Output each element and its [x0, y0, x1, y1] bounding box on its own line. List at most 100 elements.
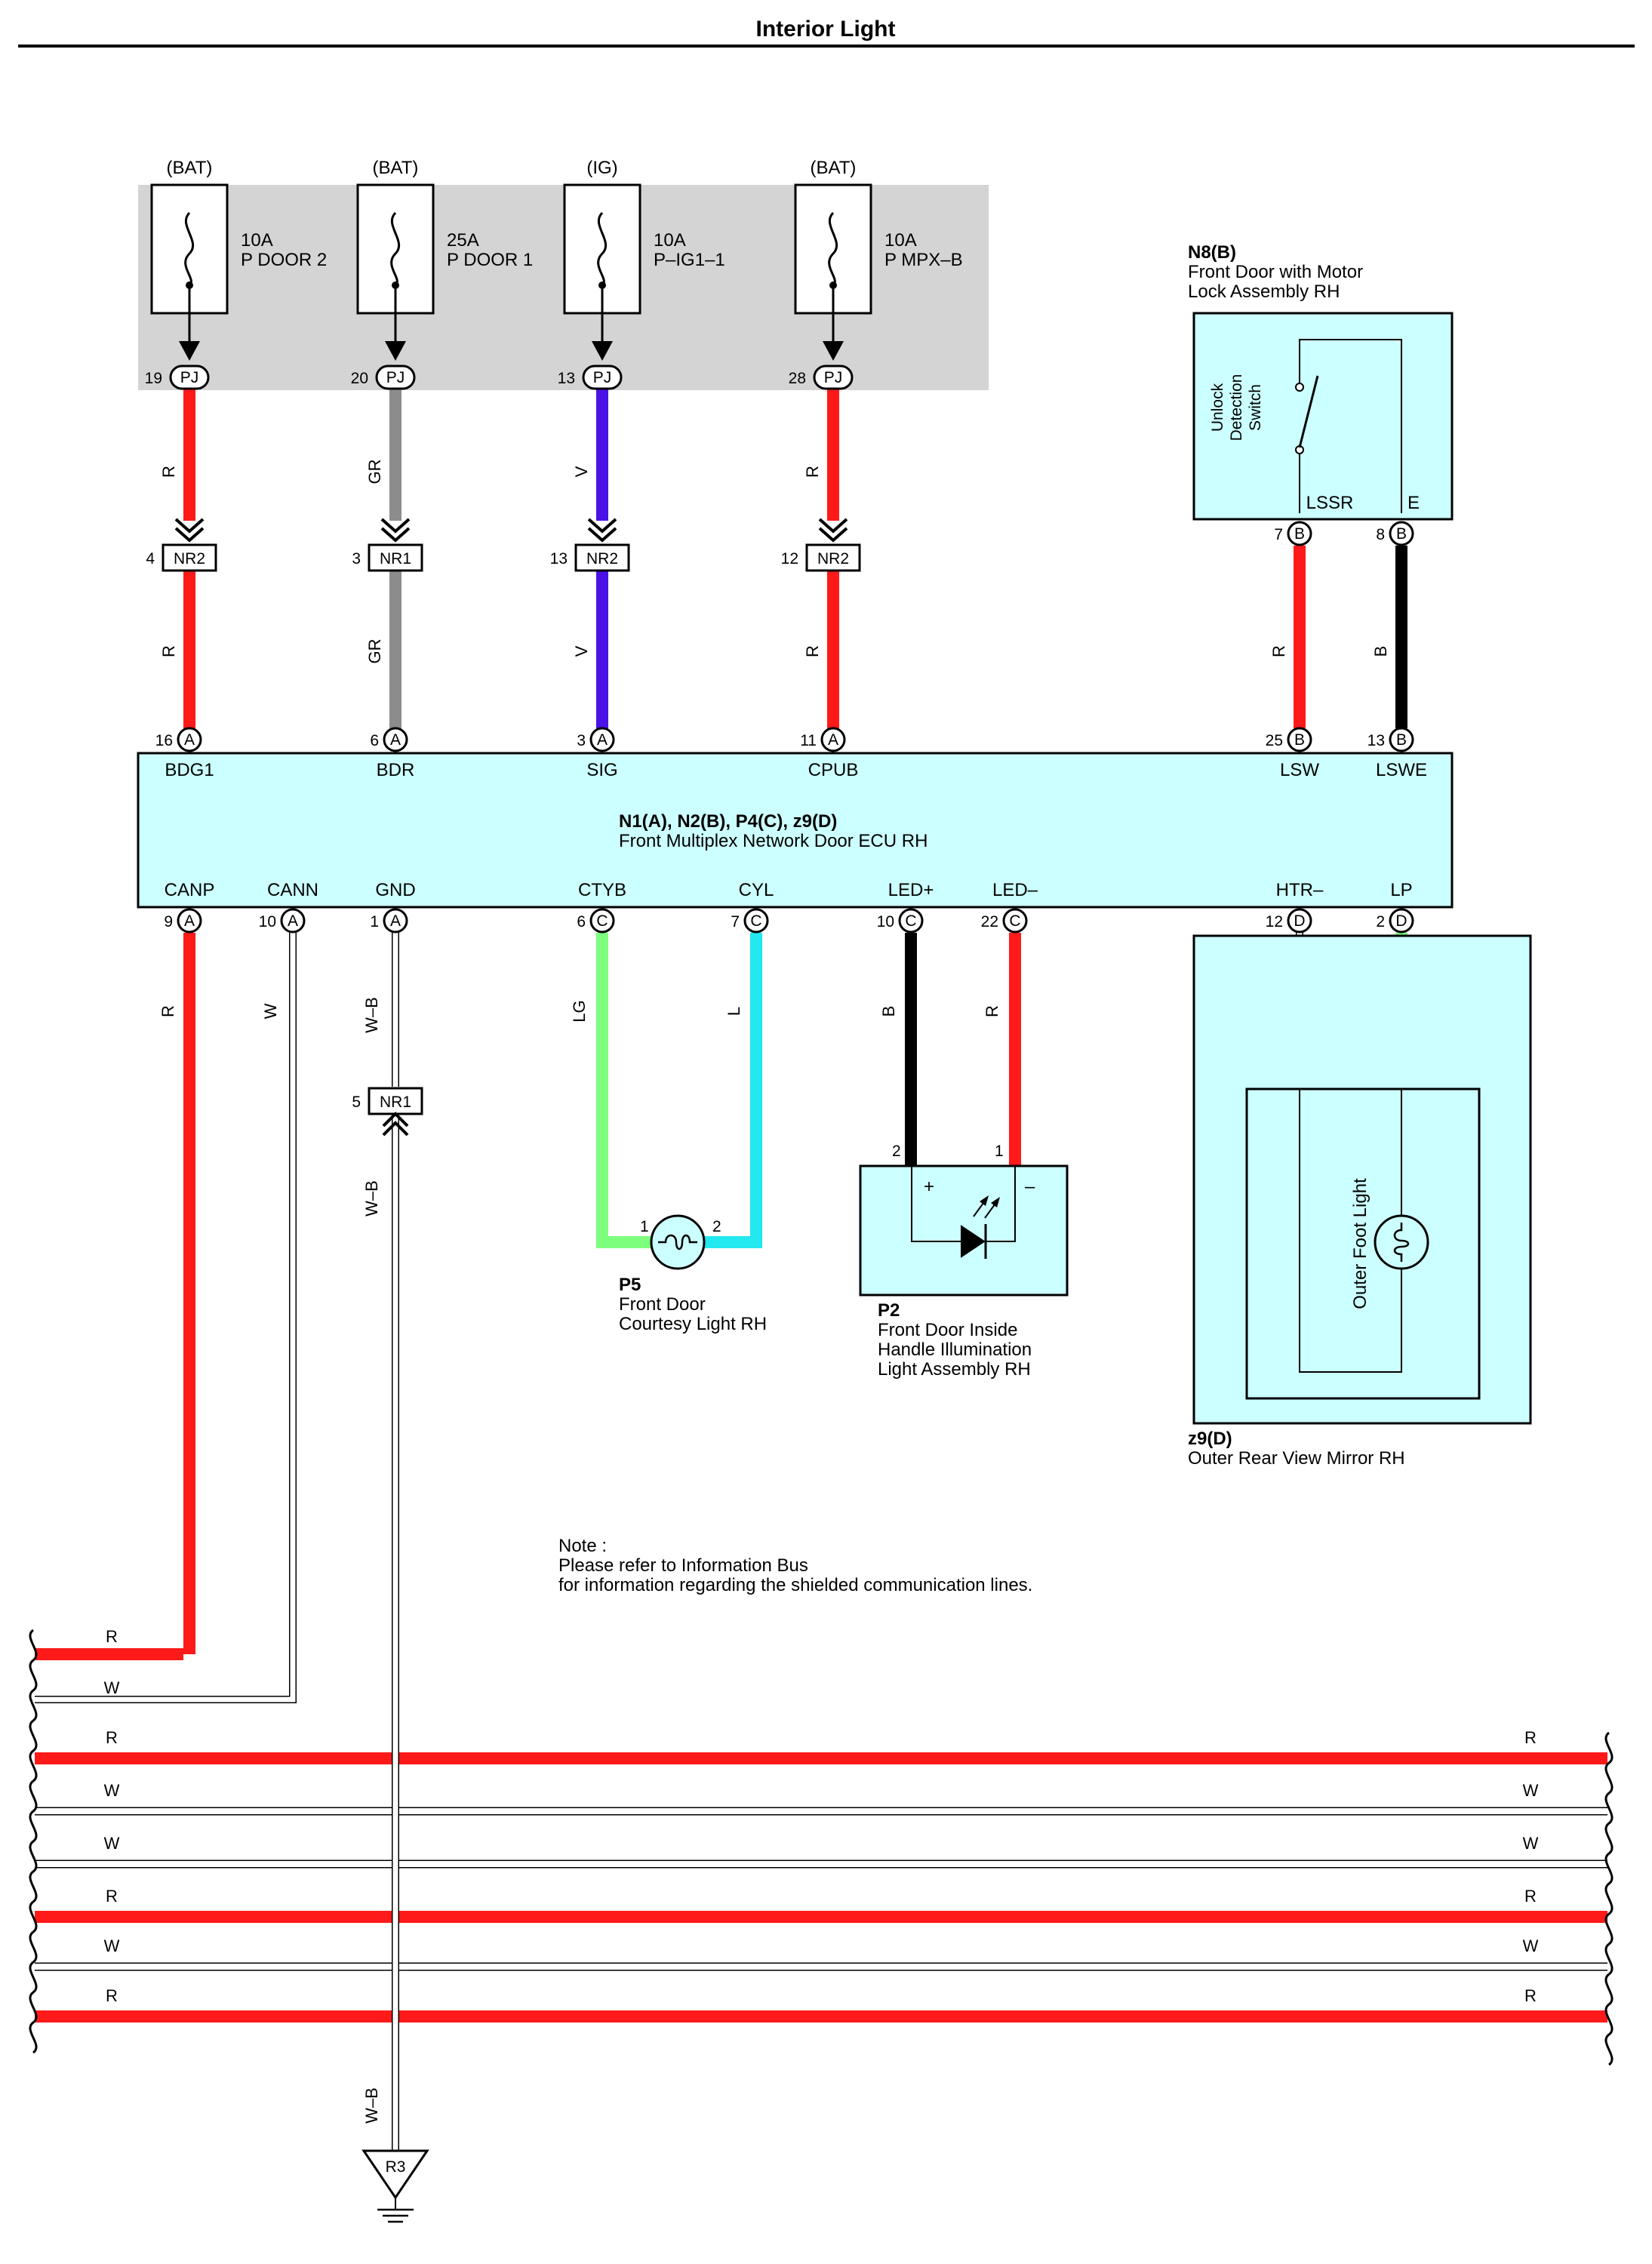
- p2-pin2: 1: [995, 1143, 1004, 1160]
- n8-switch-label2: Detection: [1228, 374, 1245, 441]
- fuse-junction-0-box: [162, 543, 217, 572]
- ecu-code: N1(A), N2(B), P4(C), z9(D): [619, 811, 837, 832]
- bus-row-label-right-4: W: [1523, 1936, 1539, 1955]
- fuse-conn-3-pill: [813, 365, 854, 390]
- fuse-3-arrow: [823, 341, 844, 361]
- ecu-term-bottom-7: HTR–: [1276, 880, 1324, 900]
- ecu-term-top-0: BDG1: [165, 760, 214, 780]
- p5-pin1: 1: [640, 1218, 649, 1235]
- gnd-junction-box: [368, 1087, 423, 1115]
- fuse-wire-label-upper-1: GR: [365, 460, 384, 484]
- fuse-wire-label-upper-0: R: [159, 466, 178, 478]
- ecu-bottom-pin-7-letter: D: [1294, 912, 1305, 930]
- n8-term-e: E: [1407, 493, 1420, 513]
- foot-light-lamp-icon: [1374, 1214, 1429, 1270]
- fuse-junction-1-code: NR1: [380, 550, 411, 568]
- fuse-chev-1-a: [380, 518, 411, 534]
- cann-wire-outline: [35, 933, 297, 1703]
- n8-pin-b-letter: B: [1396, 525, 1407, 543]
- fuse-conn-2-code: PJ: [593, 369, 612, 386]
- fuse-chev-3-a: [818, 518, 848, 534]
- ecu-bottom-pin-5-circle: [898, 908, 924, 934]
- diagram-title: Interior Light: [756, 17, 896, 42]
- bus-row-label-right-3: R: [1524, 1887, 1537, 1906]
- n8-box: [1192, 312, 1454, 521]
- ecu-n8-pinnum-b: 13: [1367, 732, 1385, 749]
- gnd-chev-b: [382, 1121, 409, 1137]
- gnd-wire-label-upper: W–B: [362, 997, 381, 1033]
- note-line3: for information regarding the shielded c…: [558, 1575, 1032, 1595]
- fuse-junction-pin-1: 3: [352, 550, 361, 568]
- fuse-wire-label-lower-0: R: [159, 645, 178, 657]
- ecu-bottom-pinnum-2: 1: [370, 913, 379, 931]
- p2-pin1: 2: [892, 1143, 901, 1160]
- fuse-junction-3-code: NR2: [817, 550, 849, 568]
- z9-mirror: Outer Foot Light z9(D) Outer Rear View M…: [1188, 934, 1532, 1469]
- p5-line1: Front Door: [619, 1294, 706, 1315]
- ecu-term-top-3: CPUB: [808, 760, 859, 780]
- bus-row-label-left-4: W: [104, 1936, 120, 1955]
- fuse-name-1: P DOOR 1: [447, 250, 533, 270]
- gnd-junction-code: NR1: [380, 1094, 411, 1111]
- bus-row-label-right-2: W: [1523, 1834, 1539, 1853]
- ecu-term-bottom-4: CYL: [739, 880, 774, 900]
- fuse-conn-1-code: PJ: [386, 369, 405, 386]
- p5-code: P5: [619, 1275, 641, 1295]
- fuse-name-3: P MPX–B: [884, 250, 963, 270]
- ecu-n8-pin-b-letter: B: [1396, 731, 1407, 749]
- bus-row-label-right-0: R: [1524, 1728, 1537, 1747]
- ecu-term-bottom-1: CANN: [267, 880, 318, 900]
- fuse-chev-1-b: [380, 527, 411, 543]
- fuse-conn-2-pill: [582, 365, 623, 390]
- led-plus-wire-label: B: [879, 1006, 898, 1017]
- ecu-bottom-pinnum-8: 2: [1376, 913, 1385, 931]
- ecu-bottom-pin-0-letter: A: [184, 912, 195, 930]
- ecu-bottom-pinnum-4: 7: [731, 913, 740, 931]
- p2-minus: –: [1025, 1177, 1035, 1197]
- n8-switch-contact-top: [1295, 383, 1304, 392]
- fuse-amp-3: 10A: [884, 230, 917, 251]
- ecu-bottom-pinnum-1: 10: [259, 913, 276, 931]
- fuse-wire-label-lower-1: GR: [365, 639, 384, 664]
- ecu-top-pin-0-letter: A: [184, 731, 195, 749]
- ecu-bottom-pin-4-letter: C: [750, 912, 761, 930]
- n8-name-line2: Lock Assembly RH: [1188, 281, 1340, 302]
- ecu-bottom-pin-5-letter: C: [905, 912, 916, 930]
- led-minus-wire-label: R: [983, 1005, 1001, 1017]
- fuse-source-0: (BAT): [167, 158, 213, 178]
- n8-wire-label-a: R: [1269, 645, 1288, 657]
- p2-plus: +: [924, 1177, 934, 1197]
- fuse-junction-2-box: [574, 543, 630, 572]
- ecu-bottom-pin-8-circle: [1389, 908, 1414, 934]
- fuse-1-element-icon: [390, 211, 401, 287]
- cyl-wire-label: L: [724, 1007, 743, 1016]
- fuse-source-3: (BAT): [811, 158, 857, 178]
- p2-illumination-assembly: + – 2 1 P2 Front Door Inside Handle Illu…: [859, 1143, 1069, 1380]
- fuse-chev-2-b: [587, 527, 617, 543]
- ecu-bottom-pin-7-circle: [1287, 908, 1312, 934]
- ecu-top-pinnum-3: 11: [800, 732, 817, 749]
- bus-row-label-left-2: W: [104, 1834, 120, 1853]
- ground-point-label: R3: [386, 2158, 406, 2176]
- bus-row-label-left-0: R: [106, 1728, 118, 1747]
- n8-pin-b-circle: [1389, 521, 1414, 546]
- led-icon: [961, 1225, 986, 1258]
- ecu-term-bottom-0: CANP: [165, 880, 215, 900]
- ctyb-wire-label: LG: [570, 1000, 589, 1022]
- ecu-bottom-pinnum-7: 12: [1266, 913, 1283, 931]
- wire-group: [35, 389, 1607, 2151]
- ecu-term-bottom-6: LED–: [992, 880, 1038, 900]
- ecu-bottom-pin-6-letter: C: [1009, 912, 1020, 930]
- fuse-junction-3-box: [805, 543, 861, 572]
- p5-lamp-icon: [650, 1214, 706, 1270]
- fuse-junction-pin-3: 12: [781, 550, 798, 568]
- fuse-name-2: P–IG1–1: [654, 250, 725, 270]
- ecu-bottom-pin-1-letter: A: [288, 912, 298, 930]
- n8-name-line1: Front Door with Motor: [1188, 262, 1363, 282]
- bus-break-right: [1604, 1731, 1614, 2066]
- gnd-junction-pin: 5: [352, 1094, 361, 1111]
- fuse-junction-pin-0: 4: [146, 550, 155, 568]
- p5-filament: [658, 1234, 697, 1250]
